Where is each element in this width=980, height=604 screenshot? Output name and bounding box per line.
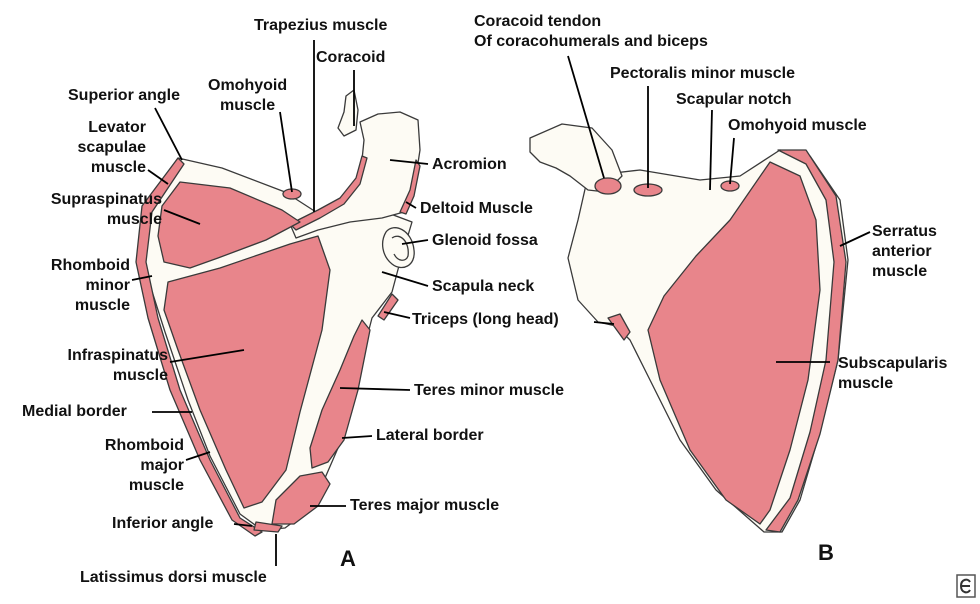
- glenoid-fossa-shape: [381, 227, 415, 269]
- label-glenoid-fossa: Glenoid fossa: [432, 232, 538, 249]
- leader-lines: [131, 40, 871, 566]
- teres-major-muscle-shape: [271, 471, 331, 525]
- panel-label-a: A: [340, 546, 356, 571]
- label-triceps-long-head: Triceps (long head): [412, 311, 559, 328]
- label-scapular-notch: Scapular notch: [676, 91, 792, 108]
- label-supraspinatus: Supraspinatus muscle: [50, 191, 162, 228]
- coracoid-tendon-muscle: [594, 177, 622, 195]
- label-omohyoid-muscle-a: Omohyoid muscle: [208, 77, 288, 114]
- label-levator-scapulae: Levator scapulae muscle: [77, 119, 146, 176]
- label-coracoid-tendon: Coracoid tendon Of coracohumerals and bi…: [474, 13, 708, 50]
- latissimus-strip: [253, 521, 283, 533]
- deltoid-strip: [399, 159, 421, 215]
- label-latissimus-dorsi: Latissimus dorsi muscle: [80, 569, 267, 586]
- teres-minor-muscle-shape: [309, 319, 371, 469]
- label-infraspinatus: Infraspinatus muscle: [67, 347, 168, 384]
- label-pectoralis-minor: Pectoralis minor muscle: [610, 65, 795, 82]
- label-serratus-anterior: Serratus anterior muscle: [872, 223, 937, 280]
- triceps-b-strip: [607, 313, 631, 341]
- label-subscapularis: Subscapularis muscle: [838, 355, 948, 392]
- triceps-strip: [377, 293, 399, 321]
- label-lateral-border: Lateral border: [376, 427, 484, 444]
- label-trapezius-muscle: Trapezius muscle: [254, 17, 388, 34]
- infraspinatus-muscle-shape: [163, 235, 331, 509]
- medial-border-muscle-strip: [135, 157, 263, 537]
- label-teres-minor: Teres minor muscle: [414, 382, 564, 399]
- label-acromion: Acromion: [432, 156, 507, 173]
- subscapularis-muscle-shape: [647, 161, 821, 525]
- scapula-posterior-view: [135, 89, 421, 537]
- serratus-anterior-strip: [765, 149, 847, 533]
- glenoid-inner-line: [391, 235, 409, 261]
- label-rhomboid-major: Rhomboid major muscle: [104, 437, 184, 494]
- label-deltoid-muscle: Deltoid Muscle: [420, 200, 533, 217]
- label-omohyoid-muscle-b: Omohyoid muscle: [728, 117, 867, 134]
- label-coracoid: Coracoid: [316, 49, 386, 66]
- label-medial-border: Medial border: [22, 403, 127, 420]
- scapula-anterior-view: [529, 123, 849, 533]
- supraspinatus-muscle-shape: [157, 181, 301, 269]
- label-superior-angle: Superior angle: [68, 87, 181, 104]
- label-scapula-neck: Scapula neck: [432, 278, 535, 295]
- label-teres-major: Teres major muscle: [350, 497, 500, 514]
- panel-label-b: B: [818, 540, 834, 565]
- label-rhomboid-minor: Rhomboid minor muscle: [50, 257, 130, 314]
- coracoid-a: [337, 89, 359, 137]
- e-logo-icon: [956, 574, 976, 598]
- label-inferior-angle: Inferior angle: [112, 515, 214, 532]
